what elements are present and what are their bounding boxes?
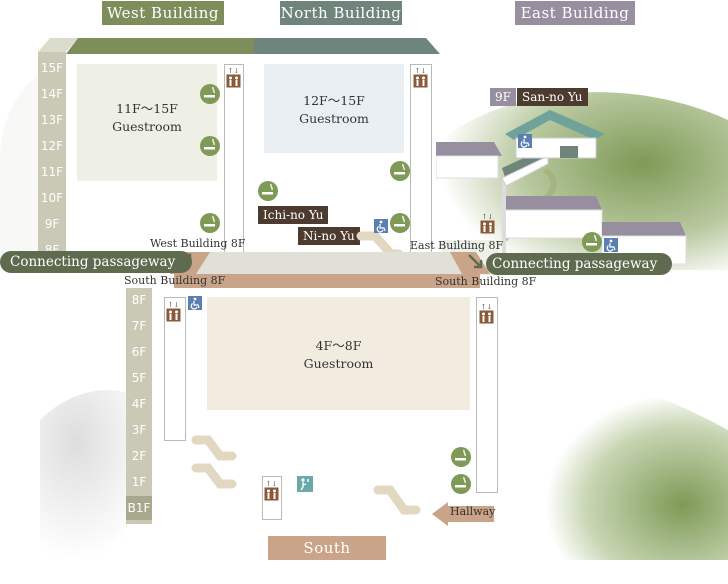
san-no-yu-pavilion — [505, 110, 605, 159]
floor-label: 5F — [131, 371, 147, 385]
north-building-tag: North Building — [280, 1, 402, 25]
floor-label: 15F — [40, 61, 64, 75]
svg-text:↑↓: ↑↓ — [415, 67, 427, 75]
floor-label: 11F — [40, 165, 64, 179]
elevator-icon: ↑↓ — [226, 67, 241, 88]
south-guestroom-label: 4F～8F Guestroom — [207, 337, 470, 373]
hallway-label: Hallway — [450, 505, 496, 518]
west-building-tag: West Building — [102, 1, 224, 25]
south-stairs-icon — [191, 435, 237, 489]
north-guestroom-label: 12F～15F Guestroom — [264, 92, 404, 128]
arrow-up-right-icon — [177, 253, 192, 267]
east-building-8f-label: East Building 8F — [410, 239, 504, 252]
accessible-toilet-icon — [188, 296, 202, 310]
smoking-area-icon — [451, 447, 471, 467]
floor-label: B1F — [126, 496, 152, 520]
elevator-icon: ↑↓ — [413, 67, 428, 88]
arrow-down-right-icon — [468, 254, 483, 269]
south-east-elevator-shaft — [476, 297, 498, 493]
shower-icon — [297, 476, 313, 492]
svg-text:↑↓: ↑↓ — [168, 301, 180, 309]
accessible-toilet-icon — [374, 219, 388, 233]
south-building-8f-label-left: South Building 8F — [124, 274, 226, 287]
smoking-area-icon — [200, 84, 220, 104]
hallway-stairs-icon — [373, 485, 421, 515]
lower-floor-column — [126, 288, 152, 524]
west-guestroom-type: Guestroom — [112, 119, 182, 134]
connecting-passageway-left[interactable]: Connecting passageway — [0, 251, 192, 273]
smoking-area-icon — [200, 213, 220, 233]
south-west-elevator-shaft — [164, 297, 186, 441]
roof-strip — [66, 38, 440, 54]
floor-label: 14F — [40, 87, 64, 101]
south-guestroom-type: Guestroom — [303, 356, 374, 371]
north-guestroom-area — [264, 64, 404, 153]
san-no-yu-label[interactable]: San-no Yu — [517, 88, 588, 106]
connecting-passageway-right[interactable]: Connecting passageway — [486, 253, 672, 275]
ichi-no-yu-label[interactable]: Ichi-no Yu — [258, 206, 329, 224]
east-building-tag: East Building — [515, 1, 635, 25]
west-guestroom-area — [77, 64, 217, 181]
west-guestroom-label: 11F～15F Guestroom — [77, 100, 217, 136]
ni-no-yu-label[interactable]: Ni-no Yu — [298, 227, 360, 245]
south-building-8f-label-right: South Building 8F — [435, 275, 537, 288]
floor-label: 4F — [131, 397, 147, 411]
svg-text:↑↓: ↑↓ — [481, 303, 493, 311]
elevator-icon: ↑↓ — [479, 303, 494, 324]
svg-text:↑↓: ↑↓ — [266, 480, 278, 488]
west-building-8f-label: West Building 8F — [150, 237, 246, 250]
accessible-toilet-icon — [604, 238, 618, 252]
upper-floor-column-shape — [38, 38, 78, 258]
svg-text:↑↓: ↑↓ — [482, 213, 494, 221]
floor-label: 9F — [44, 217, 60, 231]
hallway-arrow-shape — [432, 502, 494, 526]
elevator-icon: ↑↓ — [480, 213, 495, 234]
north-guestroom-type: Guestroom — [299, 111, 369, 126]
san-no-yu-floor: 9F — [490, 88, 516, 106]
elevator-icon: ↑↓ — [264, 480, 279, 501]
floor-label: 7F — [131, 319, 147, 333]
north-guestroom-floors: 12F～15F — [303, 93, 365, 108]
smoking-area-icon — [390, 161, 410, 181]
accessible-toilet-icon — [518, 134, 532, 148]
floor-label: 10F — [40, 191, 64, 205]
smoking-area-icon — [582, 232, 602, 252]
svg-text:↑↓: ↑↓ — [228, 67, 240, 75]
north-elevator-shaft — [410, 64, 432, 256]
smoking-area-icon — [390, 213, 410, 233]
south-guestroom-floors: 4F～8F — [315, 338, 362, 353]
floor-label: 3F — [131, 423, 147, 437]
floor-label: 2F — [131, 449, 147, 463]
elevator-icon: ↑↓ — [166, 301, 181, 322]
smoking-area-icon — [200, 136, 220, 156]
floor-label: 1F — [131, 475, 147, 489]
floor-label: 13F — [40, 113, 64, 127]
west-guestroom-floors: 11F～15F — [116, 101, 178, 116]
floor-label: 12F — [40, 139, 64, 153]
south-guestroom-area — [207, 297, 470, 410]
smoking-area-icon — [451, 474, 471, 494]
south-building-tag: South Building — [268, 536, 386, 581]
west-elevator-shaft — [224, 64, 244, 256]
floor-label: 6F — [131, 345, 147, 359]
floor-label: 8F — [131, 293, 147, 307]
smoking-area-icon — [258, 181, 278, 201]
